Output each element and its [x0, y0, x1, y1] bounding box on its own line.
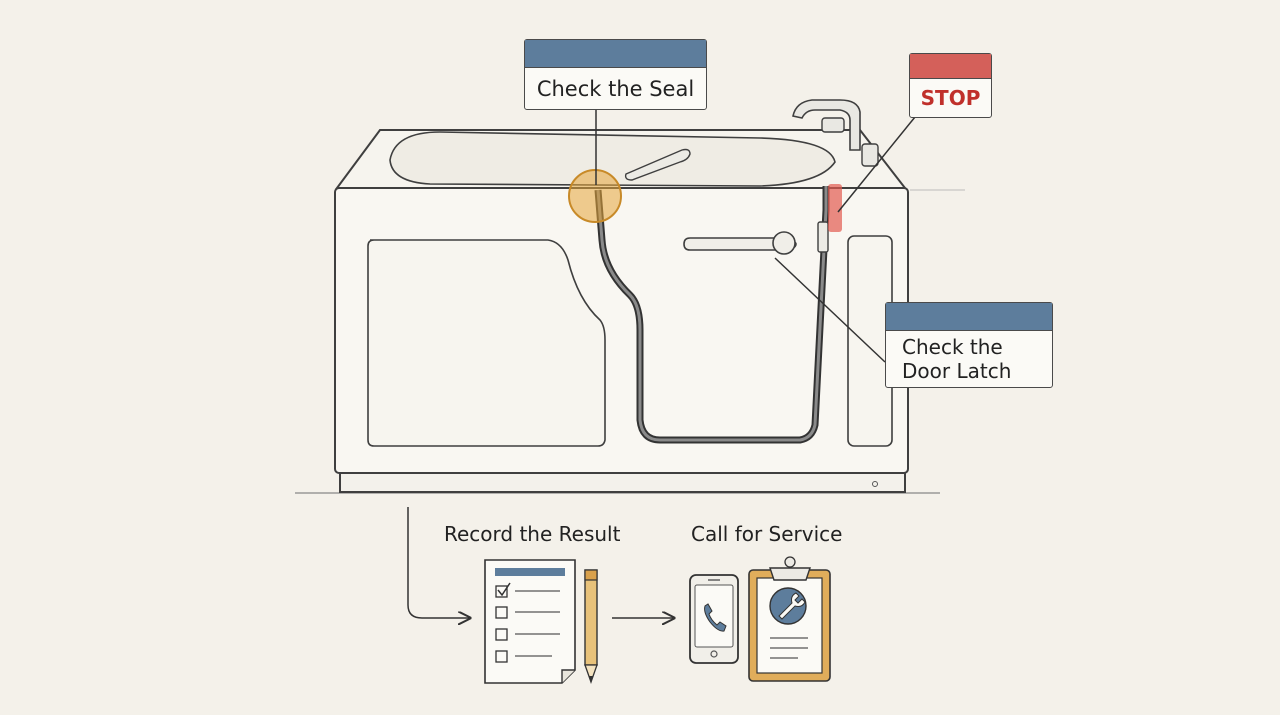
stop-callout: STOP: [909, 53, 992, 118]
walk-in-tub: [334, 99, 909, 493]
flow-arrow-to-record: [407, 507, 470, 618]
check-seal-label: Check the Seal: [536, 77, 695, 101]
stop-leader-line: [837, 116, 916, 213]
seal-highlight: [568, 169, 622, 223]
pencil-icon: [584, 569, 598, 684]
clipboard-wrench-icon: [748, 556, 831, 682]
check-door-latch-label: Check the Door Latch: [902, 335, 1012, 383]
callout-header-bar: [886, 303, 1052, 331]
check-door-latch-callout: Check the Door Latch: [885, 302, 1053, 388]
callout-header-bar: [910, 54, 991, 79]
indicator-dot: [872, 481, 878, 487]
stop-label: STOP: [920, 86, 981, 110]
checklist-icon: [484, 559, 576, 684]
phone-icon: [689, 574, 739, 664]
stop-highlight: [828, 184, 842, 232]
latch-leader-line: [774, 257, 886, 363]
record-result-label: Record the Result: [444, 522, 621, 546]
check-seal-callout: Check the Seal: [524, 39, 707, 110]
callout-header-bar: [525, 40, 706, 68]
call-for-service-label: Call for Service: [691, 522, 843, 546]
